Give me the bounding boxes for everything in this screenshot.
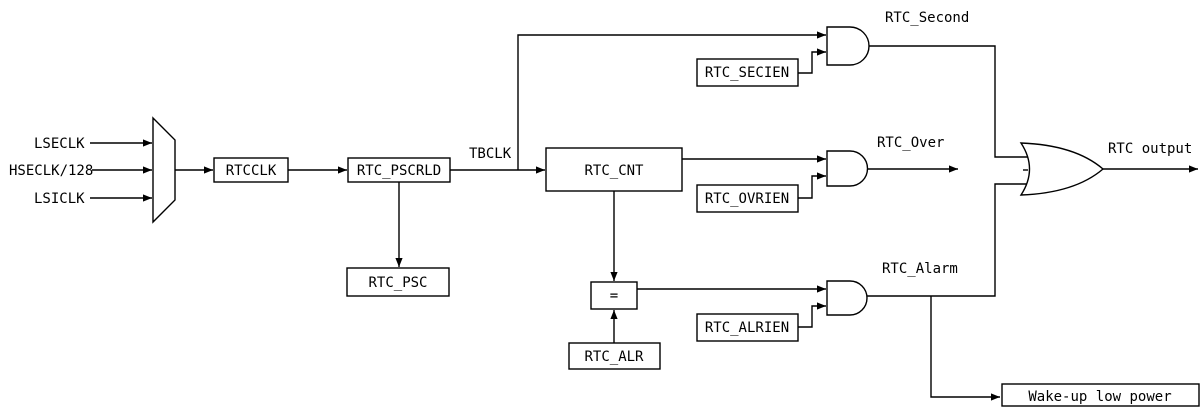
wire-tbclk-second (517, 31, 826, 170)
alarm-signal-label: RTC_Alarm (882, 261, 958, 277)
psc-block (346, 267, 450, 297)
and-gate-alarm (826, 280, 868, 316)
ovrien-label: RTC_OVRIEN (705, 191, 789, 207)
psc-label: RTC_PSC (368, 275, 427, 291)
pscrld-label: RTC_PSCRLD (357, 163, 441, 179)
alrien-block (696, 313, 799, 342)
and-gate-over (826, 150, 869, 187)
input-label-lsiclk: LSICLK (34, 191, 85, 207)
second-signal-label: RTC_Second (885, 10, 969, 26)
alr-label: RTC_ALR (584, 349, 644, 365)
wakeup-label: Wake-up low power (1028, 389, 1171, 405)
cnt-block (545, 147, 683, 192)
cnt-label: RTC_CNT (584, 163, 644, 179)
wire-secien-gate (798, 48, 826, 74)
wire-ovrien-gate (798, 172, 826, 199)
clock-mux (152, 116, 176, 224)
compare-label: = (610, 288, 618, 304)
input-label-hseclk: HSECLK/128 (9, 163, 93, 179)
and-gate-second (826, 26, 870, 66)
rtcclk-block (213, 157, 289, 183)
alrien-label: RTC_ALRIEN (705, 320, 789, 336)
wire-alarm-or (867, 183, 1032, 297)
wakeup-block (1001, 383, 1200, 407)
alr-block (568, 342, 661, 370)
rtcclk-label: RTCCLK (226, 163, 277, 179)
compare-block (590, 281, 638, 310)
secien-block (696, 58, 799, 87)
tbclk-label: TBCLK (469, 146, 512, 162)
input-label-lseclk: LSECLK (34, 136, 85, 152)
wire-alrien-gate (798, 302, 826, 328)
or-gate-output (1019, 142, 1105, 196)
secien-label: RTC_SECIEN (705, 65, 789, 81)
wire-second-or (869, 45, 1035, 158)
arrow-alarm-wakeup (930, 296, 1000, 401)
over-signal-label: RTC_Over (877, 135, 944, 151)
rtc-output-label: RTC output (1108, 141, 1192, 157)
